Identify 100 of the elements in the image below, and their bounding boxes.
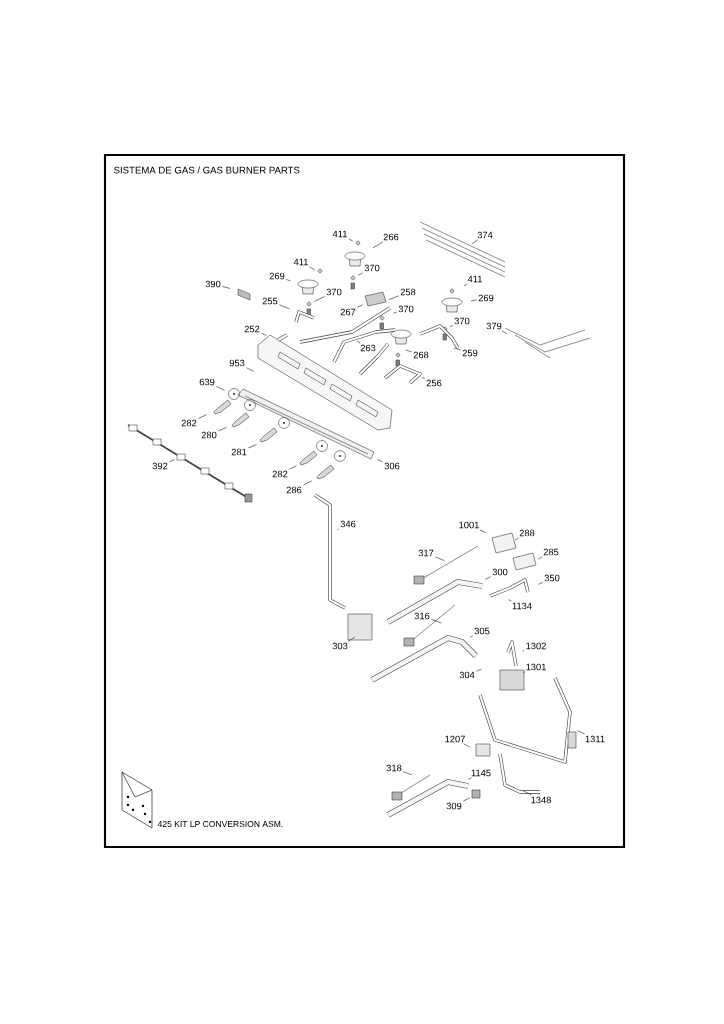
callout-number: 1301 [526,663,546,671]
leader-line [449,325,453,327]
callout-number: 411 [467,275,482,283]
callout-number: 304 [459,671,475,679]
leader-line [358,272,363,276]
callout-number: 350 [544,574,560,582]
leader-line [279,304,290,310]
callout-number: 280 [201,431,217,439]
leader-line [337,528,340,530]
callout-number: 411 [332,230,347,238]
leader-line [303,480,312,486]
leader-line [435,556,445,561]
leader-line [218,427,227,432]
callout-number: 269 [478,294,494,302]
callout-number: 1001 [459,521,479,529]
callout-number: 370 [326,288,342,296]
callout-number: 268 [413,351,429,359]
callout-number: 318 [386,764,402,772]
leader-line [248,444,257,449]
leader-line [309,266,316,271]
leader-line [453,347,461,351]
leader-line [347,636,356,642]
leader-line [393,311,397,314]
leader-line [348,238,354,242]
callout-number: 390 [205,280,221,288]
callout-number: 286 [286,486,302,494]
leader-line [261,332,267,336]
callout-number: 1145 [471,769,491,777]
callout-number: 953 [229,359,245,367]
leader-line [577,730,585,735]
leader-line [198,414,207,419]
callout-number: 639 [199,378,215,386]
leader-line [431,619,442,624]
kit-label: 425 KIT LP CONVERSION ASM. [157,821,283,827]
leader-line [476,668,482,672]
leader-line [403,771,412,776]
callout-number: 1134 [512,602,532,610]
callout-number: 370 [454,317,470,325]
callout-number: 379 [486,322,502,330]
leader-line [537,556,543,560]
callout-number: 1302 [526,642,546,650]
callout-number: 282 [272,470,288,478]
leader-line [538,582,543,585]
leader-line [471,239,478,244]
leader-line [470,299,477,302]
leader-line [463,797,470,802]
leader-line [357,304,363,308]
leader-line [469,635,473,638]
callout-number: 317 [418,549,434,557]
callout-number: 306 [384,462,400,470]
callout-number: 309 [446,802,462,810]
callout-number: 316 [414,612,430,620]
callout-number: 281 [231,448,247,456]
leader-line [463,283,468,287]
leader-line [523,671,526,673]
callout-number: 266 [383,233,399,241]
callout-number: 263 [360,344,376,352]
leader-line [356,340,361,344]
leader-line [216,386,225,391]
leader-line [289,465,297,470]
callout-number: 256 [426,379,442,387]
leader-line [508,599,512,602]
callout-number: 252 [244,325,260,333]
leader-line [372,241,384,249]
callout-number: 1207 [445,735,465,743]
leader-line [479,529,486,533]
callout-number: 370 [364,264,380,272]
leader-line [286,279,291,282]
leader-line [169,459,175,463]
leader-line [463,743,470,748]
callout-number: 1348 [531,796,551,804]
leader-line [485,576,491,580]
callout-number: 411 [293,258,308,266]
callout-number: 288 [519,529,535,537]
leader-line [421,377,425,379]
leader-line [314,296,325,302]
callout-number: 285 [543,548,559,556]
leader-line [501,330,508,335]
callout-number: 374 [477,231,493,239]
leader-line [523,790,532,796]
leader-line [388,295,399,301]
callout-number: 346 [340,520,356,528]
leader-line [468,777,472,780]
leader-line [405,349,412,353]
leader-line [246,367,254,372]
title: SISTEMA DE GAS / GAS BURNER PARTS [114,166,300,174]
leader-line [514,537,519,541]
callout-number: 1311 [585,735,605,743]
callout-number: 255 [262,297,278,305]
callout-number: 269 [269,272,285,280]
leader-line [222,286,231,289]
leader-line [377,459,383,463]
callout-number: 305 [474,627,490,635]
callout-number: 300 [492,568,508,576]
callout-number: 267 [340,308,356,316]
callout-number: 370 [398,305,414,313]
callout-number: 303 [332,642,348,650]
callout-number: 258 [400,288,416,296]
callout-number: 392 [152,462,168,470]
callout-number: 259 [462,349,478,357]
